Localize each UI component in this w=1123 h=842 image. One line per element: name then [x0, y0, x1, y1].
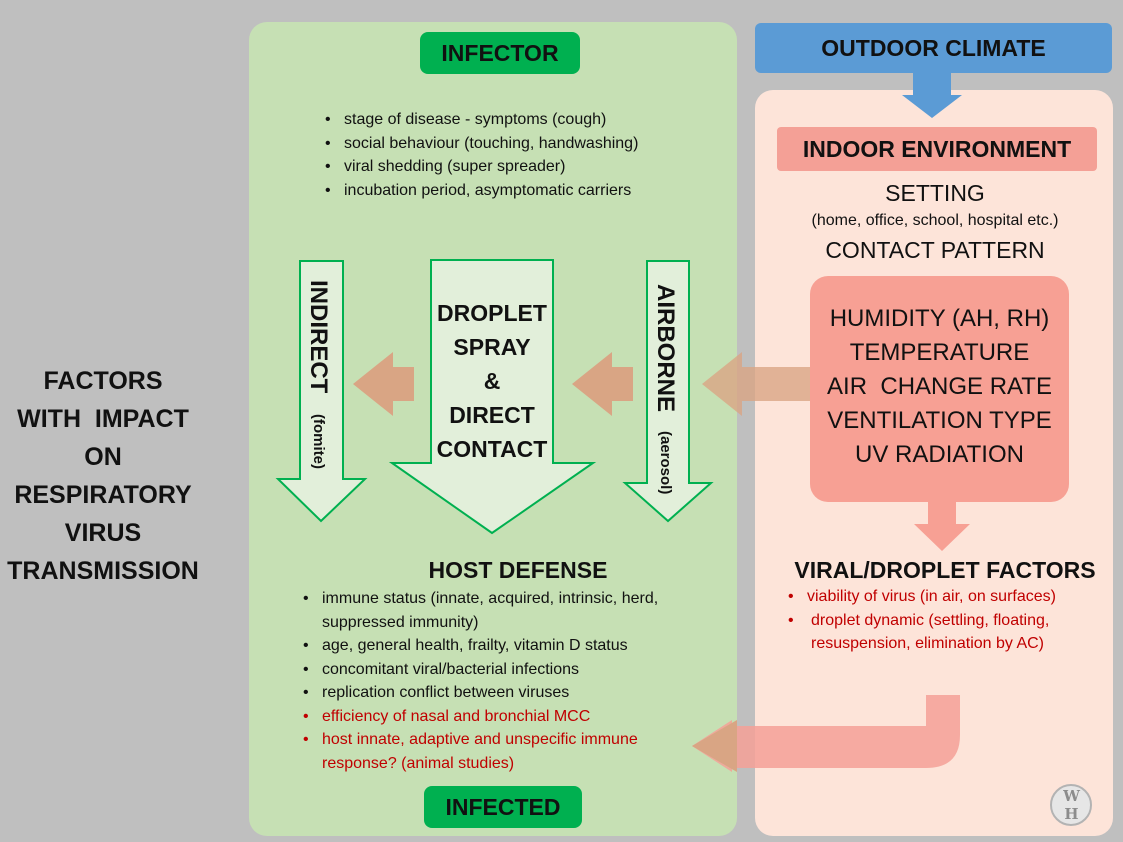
droplet-label-line: &	[483, 368, 501, 394]
side-title-line: VIRUS	[64, 519, 142, 547]
environment-factor: AIR CHANGE RATE	[827, 373, 1052, 400]
list-item: viability of virus (in air, on surfaces)	[785, 585, 1100, 609]
indirect-label: INDIRECT (fomite)	[304, 280, 332, 469]
list-item: immune status (innate, acquired, intrins…	[300, 587, 710, 634]
list-item: host innate, adaptive and unspecific imm…	[300, 728, 710, 775]
environment-factor: HUMIDITY (AH, RH)	[829, 305, 1050, 332]
droplet-arrow	[388, 259, 597, 535]
droplet-to-indirect-arrow	[353, 352, 414, 416]
list-item: stage of disease - symptoms (cough)	[322, 108, 722, 132]
list-item: incubation period, asymptomatic carriers	[322, 179, 722, 203]
droplet-label: DROPLET SPRAY & DIRECT CONTACT	[431, 296, 553, 466]
droplet-label-line: DIRECT	[449, 402, 535, 428]
outdoor-climate-box: OUTDOOR CLIMATE	[755, 23, 1112, 73]
host-defense-title: HOST DEFENSE	[428, 557, 608, 583]
contact-pattern-label: CONTACT PATTERN	[825, 237, 1045, 263]
droplet-label-line: CONTACT	[436, 436, 548, 462]
viral-factors-title: VIRAL/DROPLET FACTORS	[794, 557, 1096, 583]
side-title-line: TRANSMISSION	[7, 557, 199, 585]
setting-examples: (home, office, school, hospital etc.)	[811, 212, 1059, 229]
airborne-title: AIRBORNE	[652, 284, 679, 413]
infected-badge: INFECTED	[424, 786, 582, 828]
indirect-subtitle: (fomite)	[310, 414, 327, 470]
airborne-arrow	[622, 260, 714, 523]
side-title-line: ON	[84, 443, 122, 471]
list-item: social behaviour (touching, handwashing)	[322, 132, 722, 156]
infector-badge: INFECTOR	[420, 32, 580, 74]
side-title-line: WITH IMPACT	[17, 405, 189, 433]
list-item: concomitant viral/bacterial infections	[300, 658, 710, 682]
indirect-title: INDIRECT	[305, 280, 332, 394]
list-item: age, general health, frailty, vitamin D …	[300, 634, 710, 658]
author-logo: WH	[1050, 784, 1092, 826]
indirect-arrow	[275, 260, 368, 523]
logo-letters: WH	[1062, 787, 1081, 823]
environment-factor: UV RADIATION	[855, 441, 1024, 468]
list-item: viral shedding (super spreader)	[322, 155, 722, 179]
side-title-line: RESPIRATORY	[14, 481, 192, 509]
host-defense-list: immune status (innate, acquired, intrins…	[300, 587, 710, 775]
outdoor-to-indoor-arrow	[902, 73, 962, 118]
indoor-environment-box: INDOOR ENVIRONMENT	[777, 127, 1097, 171]
environment-factor: VENTILATION TYPE	[827, 407, 1052, 434]
environment-factors-box	[810, 276, 1069, 502]
environment-factor: TEMPERATURE	[849, 339, 1030, 366]
environment-factors-list: HUMIDITY (AH, RH) TEMPERATURE AIR CHANGE…	[810, 302, 1069, 472]
list-item: droplet dynamic (settling, floating, res…	[785, 609, 1100, 656]
infector-factors-list: stage of disease - symptoms (cough) soci…	[322, 108, 722, 202]
environment-to-airborne-arrow	[702, 352, 812, 416]
side-title-line: FACTORS	[43, 367, 163, 395]
airborne-label: AIRBORNE (aerosol)	[651, 284, 679, 494]
factors-to-viral-arrow	[914, 502, 970, 551]
list-item: efficiency of nasal and bronchial MCC	[300, 705, 710, 729]
list-item: replication conflict between viruses	[300, 681, 710, 705]
return-arrow-head	[692, 720, 737, 772]
viral-factors-list: viability of virus (in air, on surfaces)…	[785, 585, 1100, 656]
diagram-side-title: FACTORS WITH IMPACT ON RESPIRATORY VIRUS…	[0, 362, 206, 590]
droplet-label-line: DROPLET	[437, 300, 547, 326]
viral-to-host-return-arrow	[692, 695, 960, 772]
droplet-label-line: SPRAY	[453, 334, 531, 360]
airborne-to-droplet-arrow	[572, 352, 633, 416]
airborne-subtitle: (aerosol)	[657, 430, 674, 495]
setting-label: SETTING	[885, 180, 985, 206]
